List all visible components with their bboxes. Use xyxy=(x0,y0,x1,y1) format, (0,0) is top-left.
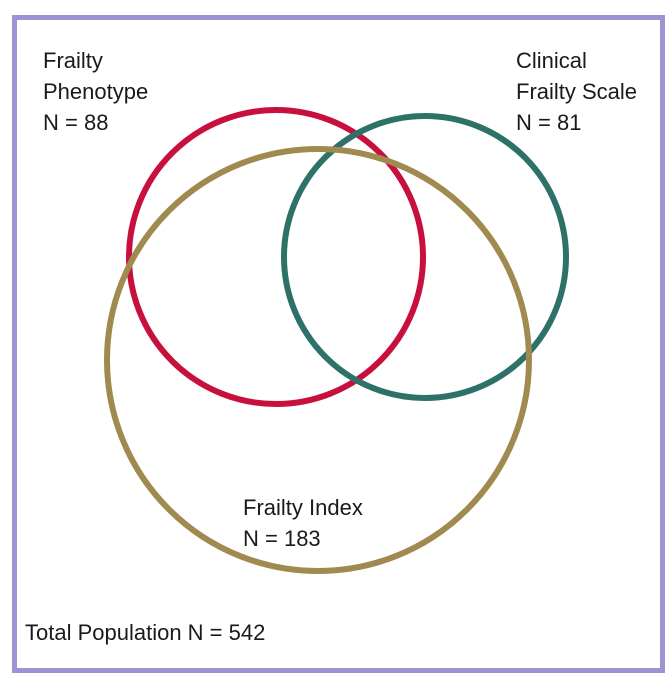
frailty-phenotype-circle xyxy=(126,107,426,407)
frailty-phenotype-name-line-1: Frailty xyxy=(43,48,103,73)
clinical-frailty-scale-circle xyxy=(281,113,569,401)
clinical-frailty-scale-name-line-1: Clinical xyxy=(516,48,587,73)
frailty-index-label: Frailty Index N = 183 xyxy=(243,492,363,554)
frailty-index-circle xyxy=(104,146,532,574)
total-population-label: Total Population N = 542 xyxy=(25,617,265,648)
frailty-phenotype-name-line-2: Phenotype xyxy=(43,79,149,104)
clinical-frailty-scale-label: Clinical Frailty Scale N = 81 xyxy=(516,45,637,138)
clinical-frailty-scale-name-line-2: Frailty Scale xyxy=(516,79,638,104)
frailty-phenotype-label: Frailty Phenotype N = 88 xyxy=(43,45,148,138)
frailty-index-name: Frailty Index xyxy=(243,495,363,520)
total-population-text: Total Population N = 542 xyxy=(25,620,266,645)
frailty-phenotype-count: N = 88 xyxy=(43,110,109,135)
frailty-index-count: N = 183 xyxy=(243,526,321,551)
clinical-frailty-scale-count: N = 81 xyxy=(516,110,582,135)
